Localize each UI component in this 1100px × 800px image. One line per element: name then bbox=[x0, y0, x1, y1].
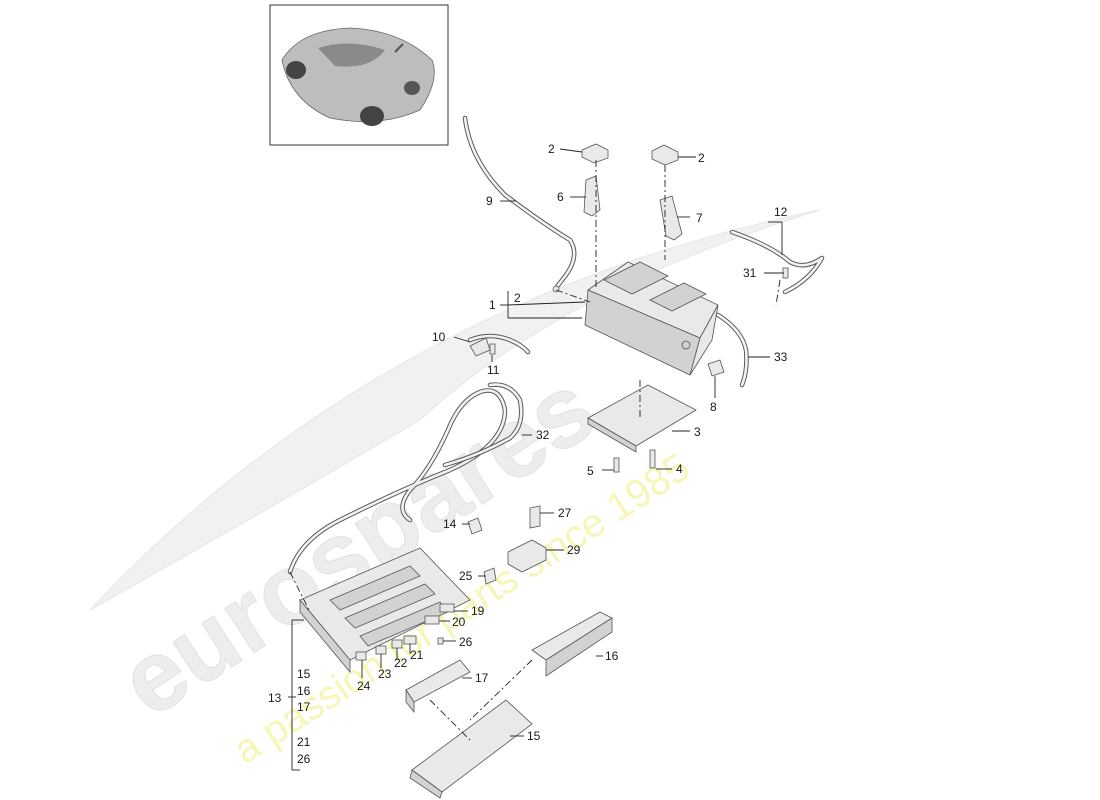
battery-part-1 bbox=[584, 261, 719, 376]
callout-22: 22 bbox=[394, 656, 408, 670]
callout-20: 20 bbox=[452, 615, 466, 629]
callout-12: 12 bbox=[774, 205, 788, 219]
callout-26: 26 bbox=[459, 635, 473, 649]
callout-5: 5 bbox=[587, 464, 594, 478]
callout-labels: 2 2 6 7 9 1 2 10 11 12 31 33 8 3 4 5 32 … bbox=[268, 142, 788, 766]
cable-part-33 bbox=[715, 312, 749, 388]
callout-2-left: 2 bbox=[548, 142, 555, 156]
callout-10: 10 bbox=[432, 330, 446, 344]
bolt-part-5 bbox=[613, 457, 620, 473]
callout-11: 11 bbox=[487, 363, 500, 377]
car-thumbnail bbox=[269, 4, 449, 146]
cover-part-15 bbox=[409, 699, 533, 799]
cover-part-17 bbox=[405, 659, 471, 714]
clamp-part-6 bbox=[583, 175, 601, 217]
fuse-part-21 bbox=[403, 635, 417, 645]
cover-part-16 bbox=[531, 611, 613, 677]
callout-29: 29 bbox=[567, 543, 581, 557]
screw-part-26 bbox=[437, 637, 444, 645]
cable-part-12 bbox=[729, 229, 825, 295]
callout-31: 31 bbox=[743, 266, 757, 280]
callout-6: 6 bbox=[557, 190, 564, 204]
callout-24: 24 bbox=[357, 679, 371, 693]
leader-lines bbox=[288, 148, 784, 771]
callout-13-sub-15: 15 bbox=[297, 667, 311, 681]
nut-part-11 bbox=[489, 343, 496, 355]
callout-13-sub-16: 16 bbox=[297, 684, 311, 698]
callout-13-sub-21: 21 bbox=[297, 735, 311, 749]
part-14 bbox=[467, 517, 483, 535]
callout-1-sub-2: 2 bbox=[514, 291, 521, 305]
bolt-part-4 bbox=[649, 449, 656, 469]
cable-part-10 bbox=[467, 333, 531, 357]
callout-23: 23 bbox=[378, 667, 392, 681]
cable-part-9 bbox=[462, 115, 577, 293]
clamp-part-7 bbox=[659, 195, 683, 241]
watermark-swoosh bbox=[89, 209, 821, 611]
fuse-box-part-13 bbox=[299, 547, 471, 674]
callout-16: 16 bbox=[605, 649, 619, 663]
callout-4: 4 bbox=[676, 462, 683, 476]
callout-15: 15 bbox=[527, 729, 541, 743]
sports-car-icon bbox=[281, 27, 435, 126]
cap-part-2-right bbox=[651, 144, 679, 166]
callout-2-right: 2 bbox=[698, 151, 705, 165]
fuse-part-19 bbox=[439, 603, 455, 613]
callout-13: 13 bbox=[268, 691, 282, 705]
callout-25: 25 bbox=[459, 569, 473, 583]
callout-13-sub-26: 26 bbox=[297, 752, 311, 766]
callout-27: 27 bbox=[558, 506, 572, 520]
tray-part-3 bbox=[587, 384, 697, 453]
callout-21: 21 bbox=[410, 648, 424, 662]
callout-1: 1 bbox=[489, 298, 496, 312]
callout-32: 32 bbox=[536, 428, 550, 442]
callout-33: 33 bbox=[774, 350, 788, 364]
part-27 bbox=[529, 505, 541, 529]
cap-part-2-left bbox=[581, 143, 609, 164]
watermark: eurospares a passion for parts since 198… bbox=[89, 209, 821, 773]
callout-9: 9 bbox=[486, 194, 493, 208]
callout-17: 17 bbox=[475, 671, 489, 685]
part-25 bbox=[483, 567, 497, 585]
fuse-part-20 bbox=[424, 615, 440, 625]
callout-8: 8 bbox=[710, 400, 717, 414]
callout-7: 7 bbox=[696, 211, 703, 225]
harness-part-32 bbox=[287, 382, 524, 575]
callout-13-sub-17: 17 bbox=[297, 700, 311, 714]
callout-19: 19 bbox=[471, 604, 485, 618]
fuse-part-23 bbox=[375, 645, 387, 655]
callout-14: 14 bbox=[443, 517, 457, 531]
relay-part-29 bbox=[507, 539, 547, 573]
callout-3: 3 bbox=[694, 425, 701, 439]
terminal-part-8 bbox=[707, 359, 725, 377]
fuse-part-24 bbox=[355, 651, 367, 661]
fuse-part-22 bbox=[391, 639, 403, 649]
